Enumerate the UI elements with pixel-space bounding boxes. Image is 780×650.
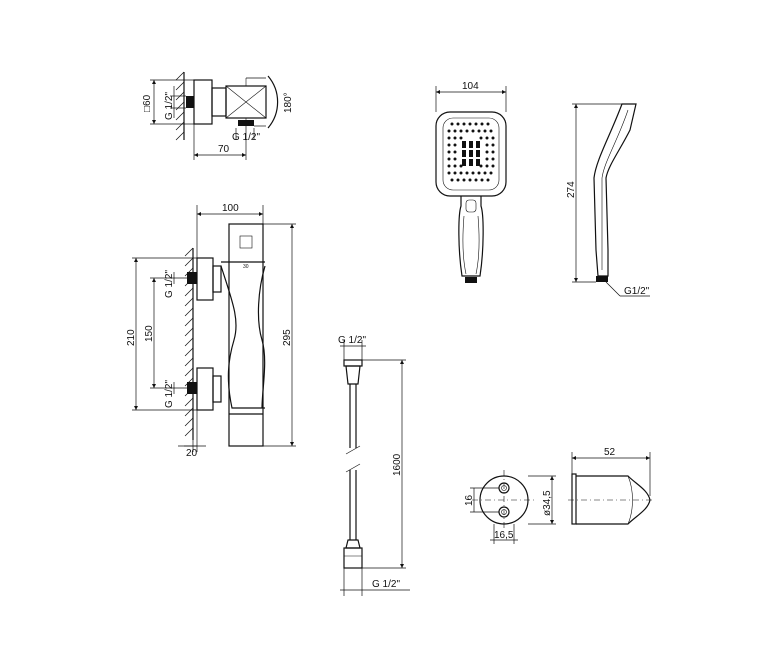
thread-label: G 1/2" xyxy=(164,92,175,120)
center-distance-label: 150 xyxy=(144,325,155,342)
hose: G 1/2" 1600 G 1/2" xyxy=(338,335,410,596)
hand-shower-front: 104 xyxy=(435,81,507,283)
thread-upper-label: G 1/2" xyxy=(164,270,175,298)
holder-side: 52 xyxy=(568,447,654,525)
holder-depth-label: 52 xyxy=(604,447,616,458)
shower-width-label: 104 xyxy=(462,81,479,92)
hand-shower-side: 274 G1/2" xyxy=(566,103,650,297)
thread-lower-label: G 1/2" xyxy=(164,380,175,408)
hose-thread-top-label: G 1/2" xyxy=(338,335,366,346)
hose-length-label: 1600 xyxy=(392,453,403,476)
total-height-label: 295 xyxy=(282,329,293,346)
wall-offset-label: 20 xyxy=(186,448,198,459)
front-view: 30 100 295 210 150 G 1/2" G 1/2" 20 xyxy=(126,203,296,459)
shower-thread-label: G1/2" xyxy=(624,286,650,297)
top-view: 180° □60 G 1/2" G 1/2" 70 xyxy=(142,71,294,160)
angle-label: 180° xyxy=(283,92,294,113)
square-label: □60 xyxy=(142,94,153,112)
hole-spacing-label: 16 xyxy=(464,494,475,506)
width-label: 70 xyxy=(218,144,230,155)
diameter-label: ø34,5 xyxy=(542,490,553,516)
hole-offset-label: 16,5 xyxy=(494,530,514,541)
dial-label: 30 xyxy=(243,264,249,270)
width-label: 100 xyxy=(222,203,239,214)
outer-height-label: 210 xyxy=(126,329,137,346)
holder-front: 16 16,5 ø34,5 xyxy=(464,470,556,544)
hose-thread-bottom-label: G 1/2" xyxy=(372,579,400,590)
shower-length-label: 274 xyxy=(566,181,577,198)
